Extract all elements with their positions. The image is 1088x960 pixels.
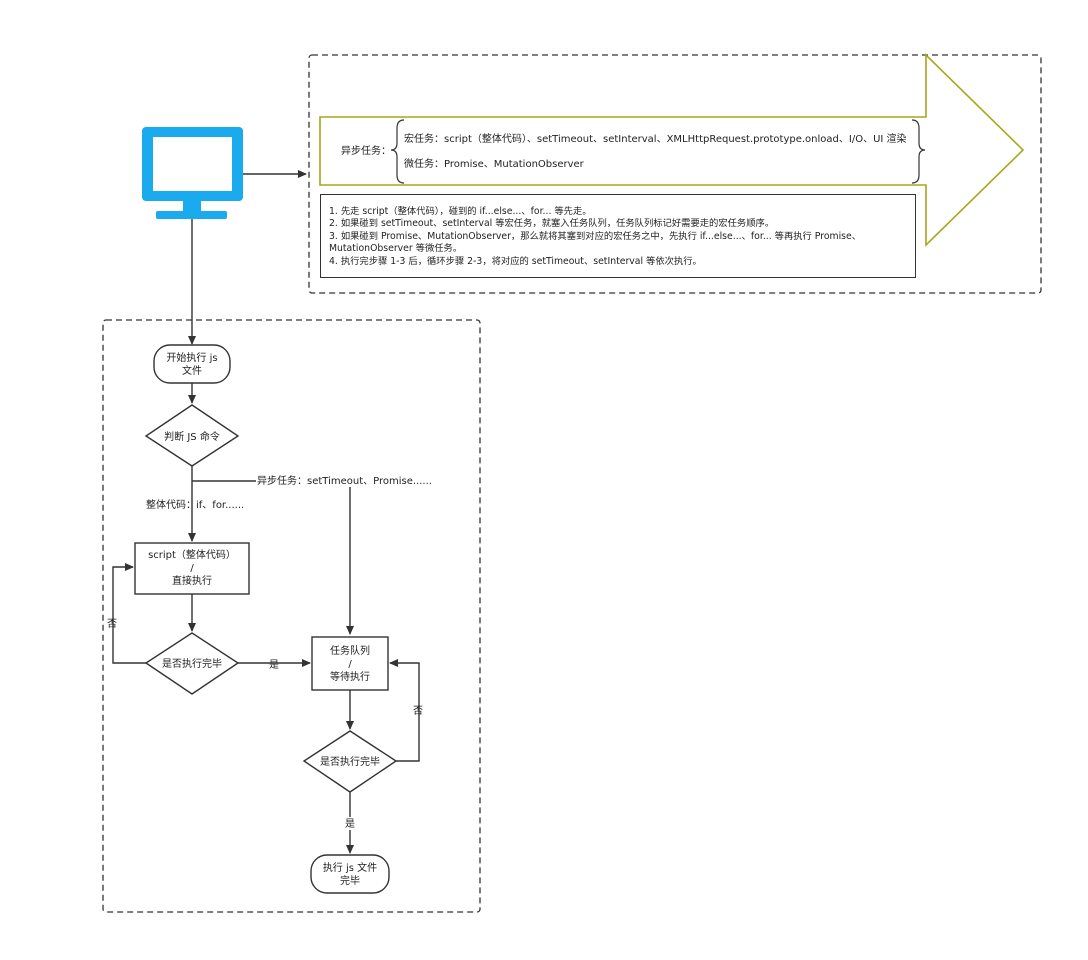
queue-box-line1: 任务队列 [330, 644, 370, 657]
top-dashed-container [308, 54, 1042, 294]
judge-decision-text: 判断 JS 命令 [164, 430, 220, 443]
right-yes-label: 是 [345, 818, 355, 830]
sync-branch-label: 整体代码：if、for...... [146, 498, 244, 511]
queue-box-line2: / [348, 659, 352, 670]
left-yes-label: 是 [269, 659, 279, 671]
left-done-decision [144, 632, 240, 695]
right-no-label: 否 [413, 705, 423, 717]
big-arrow-shape [319, 53, 1025, 247]
right-brace [911, 119, 926, 184]
step-line-3: 3. 如果碰到 Promise、MutationObserver，那么就将其塞到… [329, 230, 862, 242]
steps-description-box: 1. 先走 script（整体代码），碰到的 if...else...、for.… [320, 194, 916, 278]
script-box-line1: script（整体代码） [148, 548, 236, 561]
async-task-label: 异步任务： [341, 144, 391, 157]
left-brace [390, 119, 405, 184]
connector-left-no-loop [112, 563, 146, 664]
start-node-text-line2: 文件 [182, 364, 202, 377]
right-done-text: 是否执行完毕 [320, 755, 380, 768]
step-line-4: MutationObserver 等微任务。 [329, 243, 463, 255]
end-node [310, 854, 390, 894]
start-node-text-line1: 开始执行 js [166, 351, 217, 364]
step-line-2: 2. 如果碰到 setTimeout、setInterval 等宏任务，就塞入任… [329, 218, 775, 230]
flow-dashed-container [102, 319, 481, 913]
async-branch-label: 异步任务：setTimeout、Promise...... [257, 474, 432, 487]
left-no-label: 否 [107, 618, 117, 630]
left-done-text: 是否执行完毕 [162, 657, 222, 670]
script-exec-box [134, 542, 250, 595]
end-node-text-line2: 完毕 [340, 874, 360, 887]
end-node-text-line1: 执行 js 文件 [323, 861, 377, 874]
micro-task-text: 微任务：Promise、MutationObserver [404, 157, 585, 170]
script-box-line3: 直接执行 [172, 574, 212, 587]
start-node [153, 344, 231, 384]
queue-box-line3: 等待执行 [330, 670, 370, 683]
macro-task-text: 宏任务：script（整体代码）、setTimeout、setInterval、… [404, 132, 907, 145]
script-box-line2: / [190, 563, 194, 574]
connector-right-no-loop [389, 659, 420, 762]
task-queue-box [311, 636, 389, 691]
step-line-1: 1. 先走 script（整体代码），碰到的 if...else...、for.… [329, 206, 592, 217]
monitor-icon [142, 127, 243, 219]
step-line-5: 4. 执行完步骤 1-3 后，循环步骤 2-3，将对应的 setTimeout、… [329, 255, 702, 267]
